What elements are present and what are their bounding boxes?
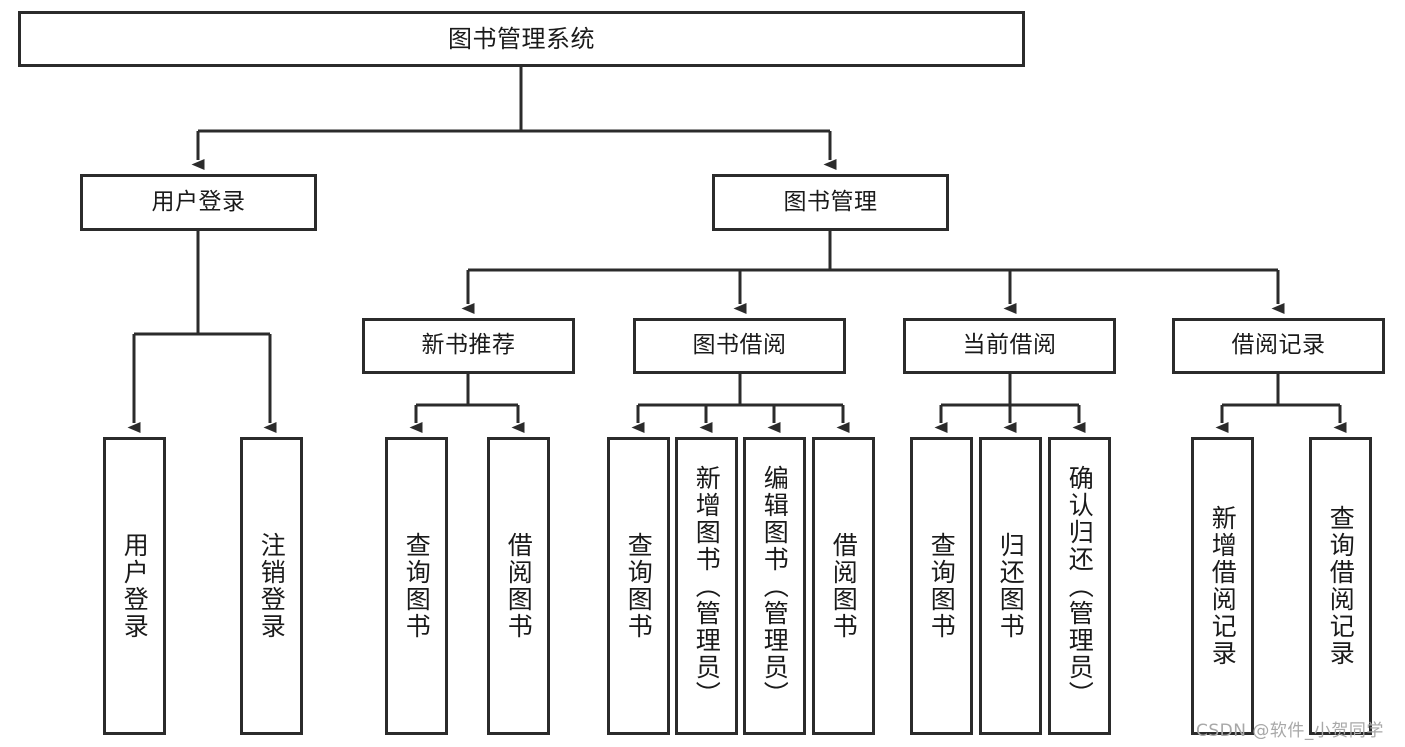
leaf-borrow-book[interactable]: 借阅图书	[812, 437, 875, 735]
node-label: 新增借阅记录	[1208, 505, 1238, 667]
node-book-manage[interactable]: 图书管理	[712, 174, 949, 231]
node-label: 当前借阅	[962, 332, 1057, 359]
node-label: 查询图书	[624, 532, 654, 640]
leaf-edit-book-admin[interactable]: 编辑图书（管理员）	[743, 437, 806, 735]
leaf-user-login[interactable]: 用户登录	[103, 437, 166, 735]
node-borrow-record[interactable]: 借阅记录	[1172, 318, 1385, 374]
leaf-query-borrow-record[interactable]: 查询借阅记录	[1309, 437, 1372, 735]
node-label: 用户登录	[151, 188, 246, 215]
csdn-watermark: CSDN @软件_小贺同学	[1196, 721, 1384, 741]
leaf-query-book-borrow[interactable]: 查询图书	[607, 437, 670, 735]
node-user-login[interactable]: 用户登录	[80, 174, 317, 231]
node-label: 新增图书（管理员）	[692, 464, 722, 708]
node-book-borrow[interactable]: 图书借阅	[633, 318, 846, 374]
leaf-query-book-recommend[interactable]: 查询图书	[385, 437, 448, 735]
node-label: 注销登录	[257, 532, 287, 640]
node-label: 用户登录	[120, 532, 150, 640]
node-label: 图书管理系统	[448, 24, 595, 53]
leaf-add-borrow-record[interactable]: 新增借阅记录	[1191, 437, 1254, 735]
leaf-return-book[interactable]: 归还图书	[979, 437, 1042, 735]
node-label: 归还图书	[996, 532, 1026, 640]
node-label: 图书借阅	[692, 332, 787, 359]
node-label: 查询借阅记录	[1326, 505, 1356, 667]
leaf-confirm-return-admin[interactable]: 确认归还（管理员）	[1048, 437, 1111, 735]
node-root-book-management-system[interactable]: 图书管理系统	[18, 11, 1025, 67]
node-label: 借阅图书	[504, 532, 534, 640]
node-label: 新书推荐	[421, 332, 516, 359]
node-label: 查询图书	[927, 532, 957, 640]
leaf-add-book-admin[interactable]: 新增图书（管理员）	[675, 437, 738, 735]
node-label: 图书管理	[783, 188, 878, 215]
node-label: 确认归还（管理员）	[1065, 464, 1095, 708]
node-label: 借阅图书	[829, 532, 859, 640]
node-new-book-recommend[interactable]: 新书推荐	[362, 318, 575, 374]
node-current-borrow[interactable]: 当前借阅	[903, 318, 1116, 374]
node-label: 编辑图书（管理员）	[760, 464, 790, 708]
leaf-query-book-current[interactable]: 查询图书	[910, 437, 973, 735]
leaf-borrow-book-recommend[interactable]: 借阅图书	[487, 437, 550, 735]
leaf-logout-login[interactable]: 注销登录	[240, 437, 303, 735]
node-label: 查询图书	[402, 532, 432, 640]
node-label: 借阅记录	[1231, 332, 1326, 359]
